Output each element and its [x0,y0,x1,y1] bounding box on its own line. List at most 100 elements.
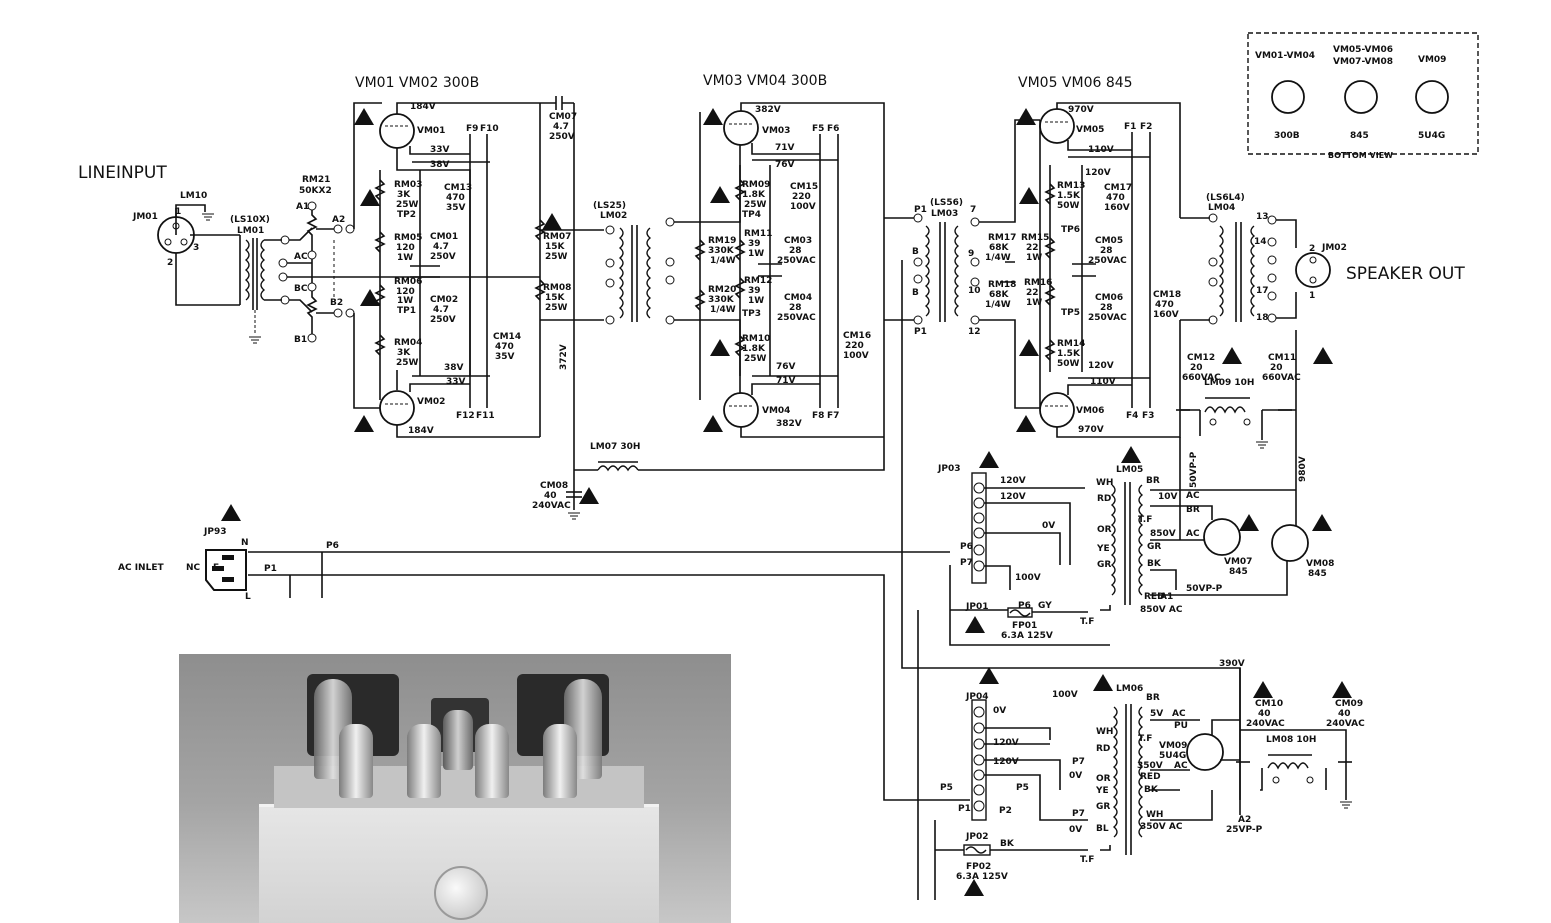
rm14-label: RM14 [1057,339,1085,349]
warning-icon [1093,674,1113,693]
rm18-label: RM18 [988,280,1016,290]
cm07-label: CM07 [549,112,577,122]
warning-icon [710,186,730,205]
rm03-value: 3K [397,190,411,200]
v390-label: 390V [1219,659,1245,669]
v120-bottom: 120V [1088,361,1114,371]
rm11-watt: 1W [748,249,764,259]
warning-icon [542,213,562,232]
rm10-watt: 25W [744,354,767,364]
node-f2: F2 [1140,122,1152,132]
pinout-tube1: 300B [1274,131,1300,141]
rm21-value: 50KX2 [299,186,332,196]
vm03-tube-icon [723,110,759,146]
cm01-value: 4.7 [433,242,449,252]
output-transformer: (LS6L4) LM04 13 14 17 18 2 1 JM02 [1180,193,1347,325]
amplifier-photo [179,654,731,923]
cm13-label: CM13 [444,183,472,193]
lm02-model: (LS25) [593,201,626,211]
rm20-watt: 1/4W [710,305,736,315]
interstage-coupling: CM07 4.7 250V RM07 15K 25W RM08 15K 25W … [532,96,885,520]
v76-top: 76V [775,160,795,170]
lm05-tf-2: T.F [1080,617,1094,627]
fp02-label: FP02 [966,862,991,872]
cm07-value: 4.7 [553,122,569,132]
v50vpp-label-2: 50VP-P [1186,584,1223,594]
node-14: 14 [1254,237,1267,247]
rm18-value: 68K [989,290,1010,300]
tp1-label: TP1 [397,306,416,316]
node-f12: F12 [456,411,475,421]
node-10: 10 [968,286,981,296]
cm03-value: 28 [789,246,802,256]
v970-top: 970V [1068,105,1094,115]
cm17-label: CM17 [1104,183,1132,193]
lm06-rd: RD [1096,744,1110,754]
v76-bottom: 76V [776,362,796,372]
v110-bottom: 110V [1090,377,1116,387]
v184-bottom: 184V [408,426,434,436]
warning-icon [354,415,374,434]
cm12-voltage: 660VAC [1182,373,1221,383]
jm02-pin1: 1 [1309,291,1315,301]
rm19-label: RM19 [708,236,736,246]
node-p1-bottom: P1 [914,327,927,337]
warning-icon [1016,108,1036,127]
node-b-a: B [912,247,919,257]
v120-top: 120V [1085,168,1111,178]
lm06-or: OR [1096,774,1111,784]
lm05-bk: BK [1147,559,1162,569]
lm05-red: RED [1144,592,1165,602]
stage2-title: VM03 VM04 300B [703,73,827,89]
lm03-transformer: (LS56) LM03 P1 B B P1 7 9 10 12 [884,119,1040,470]
vm06-tube-icon [1039,392,1075,428]
jp02-label: JP02 [965,832,988,842]
jp01-label: JP01 [965,602,988,612]
rm05-value: 120 [396,243,415,253]
warning-icon [979,667,999,686]
fp01-gy: GY [1038,601,1052,611]
cm03-label: CM03 [784,236,812,246]
jp93-label: JP93 [203,527,226,537]
lm05-10v: 10V [1158,492,1178,502]
rm10-value: 1.8K [742,344,766,354]
lm05-850v: 850V [1150,529,1176,539]
lm06-tf-2: T.F [1080,855,1094,865]
rm10-label: RM10 [742,334,770,344]
pinout-col3: VM09 [1418,55,1446,65]
tp6-label: TP6 [1061,225,1080,235]
cm14-voltage: 35V [495,352,515,362]
rm08-value: 15K [545,293,566,303]
pinout-footer: BOTTOM VIEW [1328,151,1393,160]
tube-300b-3 [475,724,509,798]
node-ac: AC [294,252,308,262]
stage2-driver: VM03 382V VM04 382V 71V 76V 76V 71V F5 F… [694,102,885,438]
cm04-value: 28 [789,303,802,313]
stage3-title: VM05 VM06 845 [1018,75,1133,91]
v970-bottom: 970V [1078,425,1104,435]
lm06-p7-b: P7 [1072,809,1085,819]
v50vpp-label: 50VP-P [1189,451,1199,488]
jp04-100v: 100V [1052,690,1078,700]
cm15-label: CM15 [790,182,818,192]
node-f5: F5 [812,124,824,134]
lm02-label: LM02 [600,211,627,221]
lm09-filter: CM12 20 660VAC CM11 20 660VAC LM09 10H 5… [1176,330,1333,540]
cm17-voltage: 160V [1104,203,1130,213]
jm01-label: JM01 [132,212,158,222]
lm06-ye: YE [1095,786,1109,796]
lm07-label: LM07 30H [590,442,640,452]
tube-pinout-box: VM01-VM04 VM05-VM06 VM07-VM08 VM09 300B … [1247,32,1479,160]
cm06-value: 28 [1100,303,1113,313]
rm04-watt: 25W [396,358,419,368]
lm05-850vac: 850V AC [1140,605,1183,615]
cm04-voltage: 250VAC [777,313,816,323]
rm03-label: RM03 [394,180,422,190]
lm06-gr: GR [1096,802,1110,812]
input-section: JM01 1 3 2 LM10 (LS10X) LM01 RM21 50KX2 … [132,102,540,409]
rm11-label: RM11 [744,229,772,239]
jp03-p6: P6 [960,542,973,552]
fp02-bk: BK [1000,839,1015,849]
jm01-pin2: 2 [167,258,173,268]
